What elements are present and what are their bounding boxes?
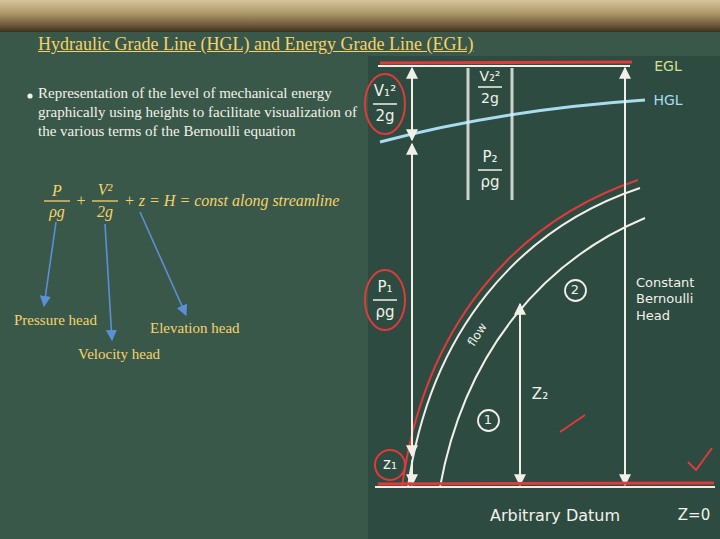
slide-title: Hydraulic Grade Line (HGL) and Energy Gr…: [38, 34, 474, 55]
red-tick-mark: [560, 415, 585, 432]
equation-operator: +: [76, 192, 85, 210]
equation-term: 2g: [97, 203, 113, 221]
station-circle: 2: [564, 279, 587, 302]
pointer-arrow: [44, 222, 56, 306]
egl-red-mark: [380, 62, 632, 63]
term-label: Pressure head: [14, 312, 97, 329]
fraction-bar: [92, 200, 118, 201]
chalk-term: ρg: [480, 174, 499, 191]
fraction-bar: [44, 200, 70, 201]
pipe-wall: [440, 218, 645, 487]
station-circle: 1: [477, 409, 500, 432]
equation-term: P: [52, 182, 62, 200]
chalk-term: Z₂: [532, 386, 548, 403]
red-tick-mark: [688, 448, 712, 470]
datum-label: Arbitrary Datum: [490, 507, 620, 525]
bullet: [27, 93, 32, 98]
equation-term: ρg: [49, 203, 65, 221]
datum-red-mark: [378, 483, 714, 484]
bullet-text: Representation of the level of mechanica…: [38, 84, 358, 140]
elevation-head-arrow: [411, 460, 413, 485]
line-label: HGL: [653, 92, 682, 108]
pointer-arrow: [140, 212, 186, 315]
chalk-term: z₁: [383, 456, 397, 473]
red-circle-mark: [365, 270, 405, 330]
station-number: 2: [571, 283, 579, 297]
chalk-term: 2g: [481, 90, 499, 106]
datum-label: Z=0: [678, 507, 710, 524]
chalk-term: 2g: [375, 108, 394, 125]
chalk-term: V₂²: [480, 68, 501, 84]
fraction-bar: [478, 86, 502, 88]
pointer-arrow: [105, 224, 112, 340]
elevation-head-arrow: [519, 304, 521, 485]
circle-outline: [565, 280, 586, 301]
circle-outline: [478, 410, 499, 431]
term-label: Elevation head: [150, 320, 240, 337]
chalk-bar: [511, 68, 514, 200]
term-label: Velocity head: [78, 346, 160, 363]
chalk-term: P₂: [482, 149, 497, 166]
line-label: EGL: [654, 58, 682, 74]
fraction-bar: [373, 103, 397, 105]
red-circle-mark: [375, 450, 405, 480]
chalkboard: [368, 56, 720, 539]
chalk-term: ρg: [375, 304, 394, 321]
red-circle-mark: [365, 74, 405, 134]
egl-line: [378, 65, 630, 67]
streamline-red-mark: [402, 180, 638, 487]
pressure-head-arrow: [411, 144, 413, 456]
bernoulli-head-arrow: [624, 68, 626, 485]
chalk-term: P₁: [377, 279, 392, 296]
fraction-bar: [478, 169, 502, 171]
velocity-head-arrow: [411, 68, 413, 140]
top-frame: [0, 0, 720, 32]
datum-line: [375, 486, 715, 488]
equation-term: V²: [98, 181, 113, 199]
equation-term: + z = H = const along streamline: [124, 192, 339, 210]
station-number: 1: [484, 413, 492, 427]
chalk-term: V₁²: [374, 83, 396, 100]
chalk-bar: [467, 68, 470, 200]
head-label: Constant Bernoulli Head: [636, 275, 708, 324]
fraction-bar: [373, 299, 397, 301]
pipe-wall: [408, 188, 640, 487]
